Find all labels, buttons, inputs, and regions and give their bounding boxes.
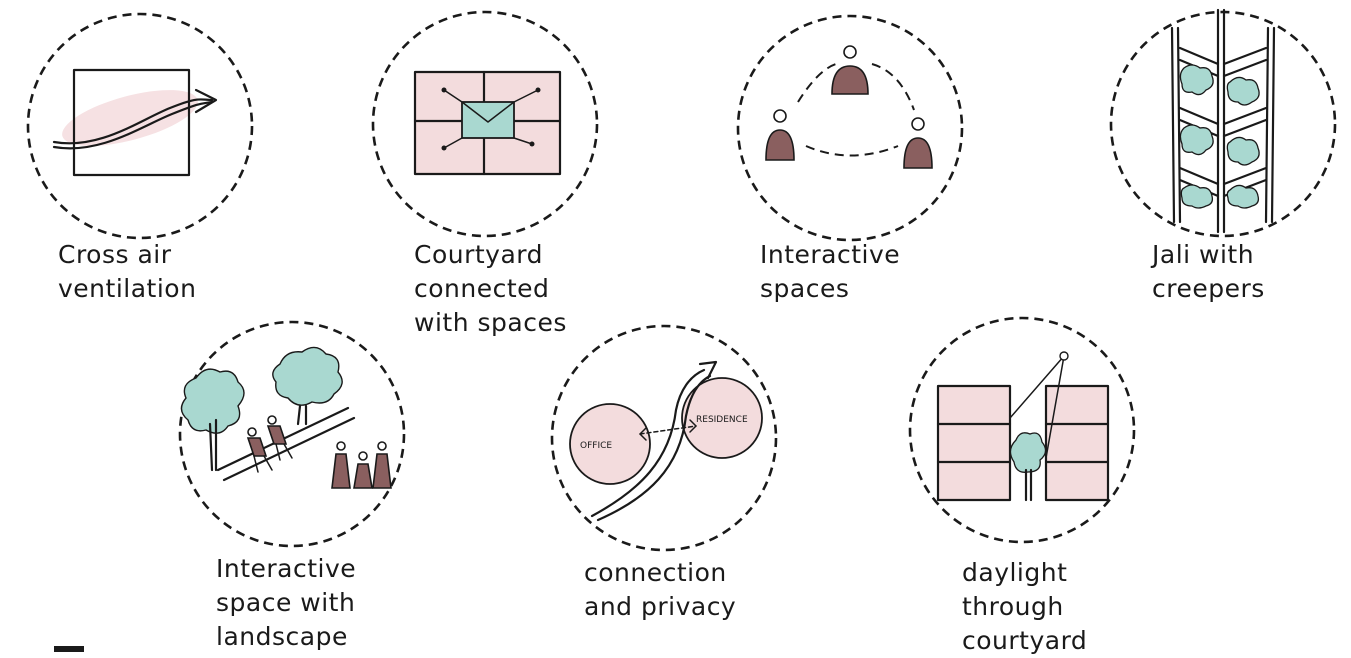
residence-label: RESIDENCE <box>696 415 748 425</box>
panel-cross-air: Cross air ventilation <box>0 0 300 330</box>
caption-courtyard: Courtyard connected with spaces <box>414 240 567 337</box>
person-icon <box>372 441 392 489</box>
panel-courtyard: Courtyard connected with spaces <box>360 0 620 340</box>
person-icon <box>903 117 933 169</box>
panel-connection: OFFICE RESIDENCE connection and privacy <box>540 320 800 652</box>
panel-daylight: daylight through courtyard <box>900 316 1160 655</box>
cross-ventilation-icon <box>26 12 254 240</box>
person-icon <box>266 415 293 461</box>
caption-connection: connection and privacy <box>584 558 737 621</box>
office-label: OFFICE <box>580 441 612 451</box>
tree-icon <box>180 368 245 472</box>
caption-daylight: daylight through courtyard <box>962 558 1088 655</box>
connection-icon: OFFICE RESIDENCE <box>550 324 778 552</box>
caption-cross-air: Cross air ventilation <box>58 240 197 303</box>
jali-creepers-icon <box>1109 8 1337 238</box>
person-icon <box>831 45 869 95</box>
person-icon <box>331 441 351 489</box>
person-icon <box>765 109 795 161</box>
tree-icon <box>1009 432 1047 502</box>
landscape-icon <box>178 320 406 548</box>
page-marker <box>54 646 84 652</box>
courtyard-icon <box>371 10 599 238</box>
panel-landscape: Interactive space with landscape <box>170 320 430 652</box>
caption-interactive: Interactive spaces <box>760 240 901 303</box>
person-icon <box>353 451 373 489</box>
caption-landscape: Interactive space with landscape <box>216 554 357 651</box>
creeper-icon <box>1179 64 1260 209</box>
panel-interactive: Interactive spaces <box>720 0 1000 320</box>
person-icon <box>246 427 273 473</box>
caption-jali: Jali with creepers <box>1152 240 1265 303</box>
people-icon <box>736 14 964 242</box>
panel-jali: Jali with creepers <box>1100 0 1351 320</box>
daylight-icon <box>908 316 1136 544</box>
tree-icon <box>272 346 343 426</box>
